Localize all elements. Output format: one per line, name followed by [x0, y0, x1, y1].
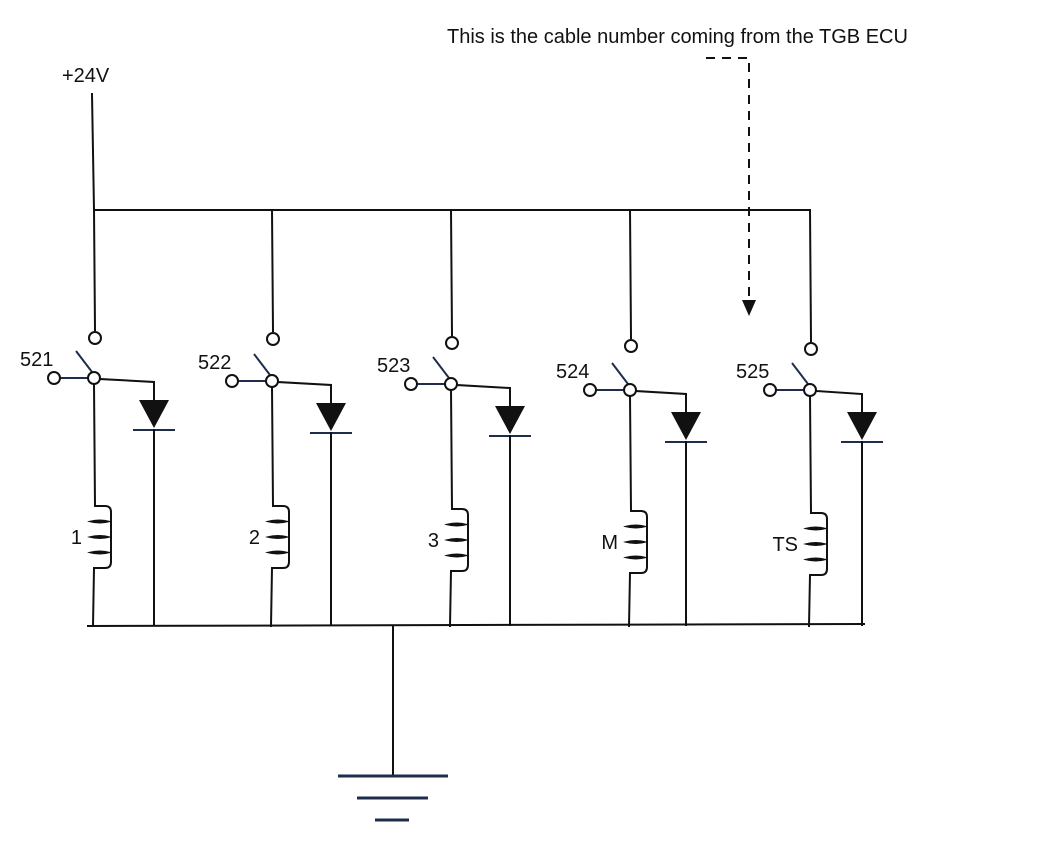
diode-wire: [98, 377, 155, 401]
coil-icon: [444, 508, 469, 572]
diode-icon: [665, 412, 707, 443]
coil-feed-wire: [92, 382, 97, 508]
relay-feed-wire: [808, 208, 813, 343]
cable-number-label: 524: [556, 361, 589, 383]
relay-521: 521 1: [20, 208, 175, 628]
coil-icon: [265, 505, 290, 569]
contact-terminal: [266, 332, 280, 346]
contact-terminal: [583, 383, 597, 397]
supply-label: +24V: [62, 65, 110, 87]
cable-number-label: 525: [736, 361, 769, 383]
switch-pivot: [444, 377, 458, 391]
diode-wire: [455, 383, 511, 407]
switch-arm: [611, 362, 629, 385]
switch-pivot: [623, 383, 637, 397]
diode-icon: [489, 406, 531, 437]
supply-wire: [90, 92, 96, 212]
contact-terminal: [88, 331, 102, 345]
relay-522: 522 2: [198, 208, 352, 628]
relay-feed-wire: [270, 208, 275, 333]
contact-terminal: [763, 383, 777, 397]
coil-label: TS: [772, 534, 798, 556]
relay-523: 523 3: [377, 208, 531, 628]
cable-number-label: 523: [377, 355, 410, 377]
coil-ground-wire: [448, 569, 453, 628]
diode-wire: [634, 389, 687, 413]
switch-arm: [432, 356, 450, 379]
coil-feed-wire: [808, 394, 813, 515]
coil-ground-wire: [807, 573, 812, 628]
coil-label: 1: [71, 527, 82, 549]
cable-number-label: 522: [198, 352, 231, 374]
arrow-down-icon: [742, 300, 756, 316]
diode-wire: [276, 380, 332, 404]
annotation-leader: [706, 57, 750, 300]
coil-label: 3: [428, 530, 439, 552]
contact-terminal: [47, 371, 61, 385]
annotation-text: This is the cable number coming from the…: [447, 26, 908, 48]
relay-feed-wire: [92, 208, 97, 332]
coil-icon: [623, 510, 648, 574]
contact-terminal: [404, 377, 418, 391]
coil-label: M: [601, 532, 618, 554]
coil-feed-wire: [628, 394, 633, 513]
switch-pivot: [265, 374, 279, 388]
coil-icon: [87, 505, 112, 569]
switch-arm: [75, 350, 93, 373]
switch-pivot: [803, 383, 817, 397]
coil-label: 2: [249, 527, 260, 549]
diode-icon: [310, 403, 352, 434]
ground-icon: [338, 774, 448, 822]
coil-feed-wire: [270, 385, 275, 508]
switch-pivot: [87, 371, 101, 385]
cable-number-label: 521: [20, 349, 53, 371]
coil-ground-wire: [627, 571, 632, 628]
coil-ground-wire: [269, 566, 274, 628]
ground-bus: [86, 622, 866, 628]
coil-icon: [803, 512, 828, 576]
contact-terminal: [445, 336, 459, 350]
relay-feed-wire: [628, 208, 633, 340]
coil-feed-wire: [449, 388, 454, 511]
switch-arm: [791, 362, 809, 385]
diode-icon: [841, 412, 883, 443]
diode-wire: [814, 389, 863, 413]
contact-terminal: [804, 342, 818, 356]
diode-icon: [133, 400, 175, 431]
contact-terminal: [624, 339, 638, 353]
relay-feed-wire: [449, 208, 454, 337]
switch-arm: [253, 353, 271, 376]
contact-terminal: [225, 374, 239, 388]
coil-ground-wire: [91, 566, 96, 628]
